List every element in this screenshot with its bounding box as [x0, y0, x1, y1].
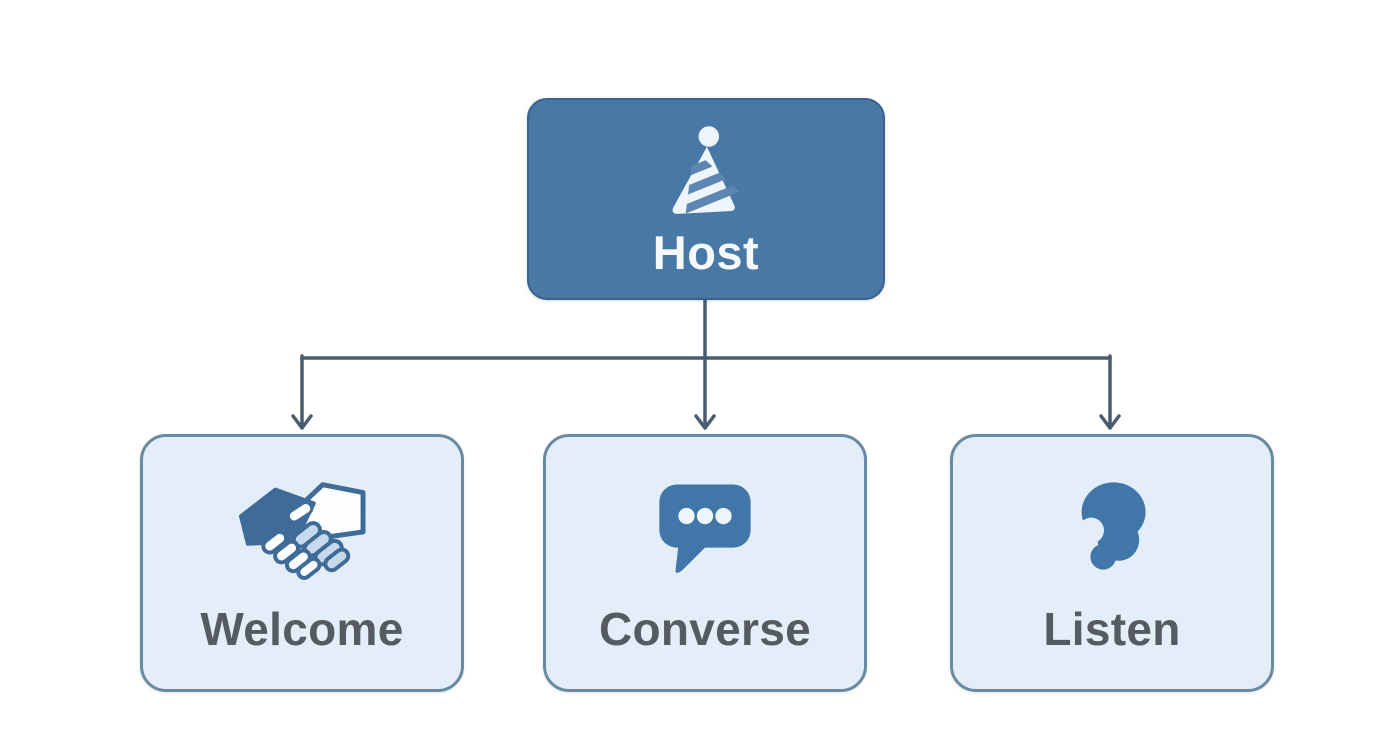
speech-bubble-icon: [649, 474, 761, 582]
node-label-listen: Listen: [1043, 603, 1181, 655]
ear-icon: [1072, 474, 1152, 582]
node-listen: Listen: [950, 434, 1274, 692]
node-label-welcome: Welcome: [200, 603, 404, 655]
node-host: Host: [527, 98, 885, 300]
party-hat-icon: [664, 123, 748, 219]
arrow-down-icon: [694, 414, 716, 430]
handshake-icon: [238, 474, 366, 582]
node-welcome: Welcome: [140, 434, 464, 692]
arrow-down-icon: [1099, 414, 1121, 430]
arrow-down-icon: [291, 414, 313, 430]
node-label-host: Host: [652, 225, 760, 279]
node-label-converse: Converse: [598, 603, 812, 655]
node-converse: Converse: [543, 434, 867, 692]
